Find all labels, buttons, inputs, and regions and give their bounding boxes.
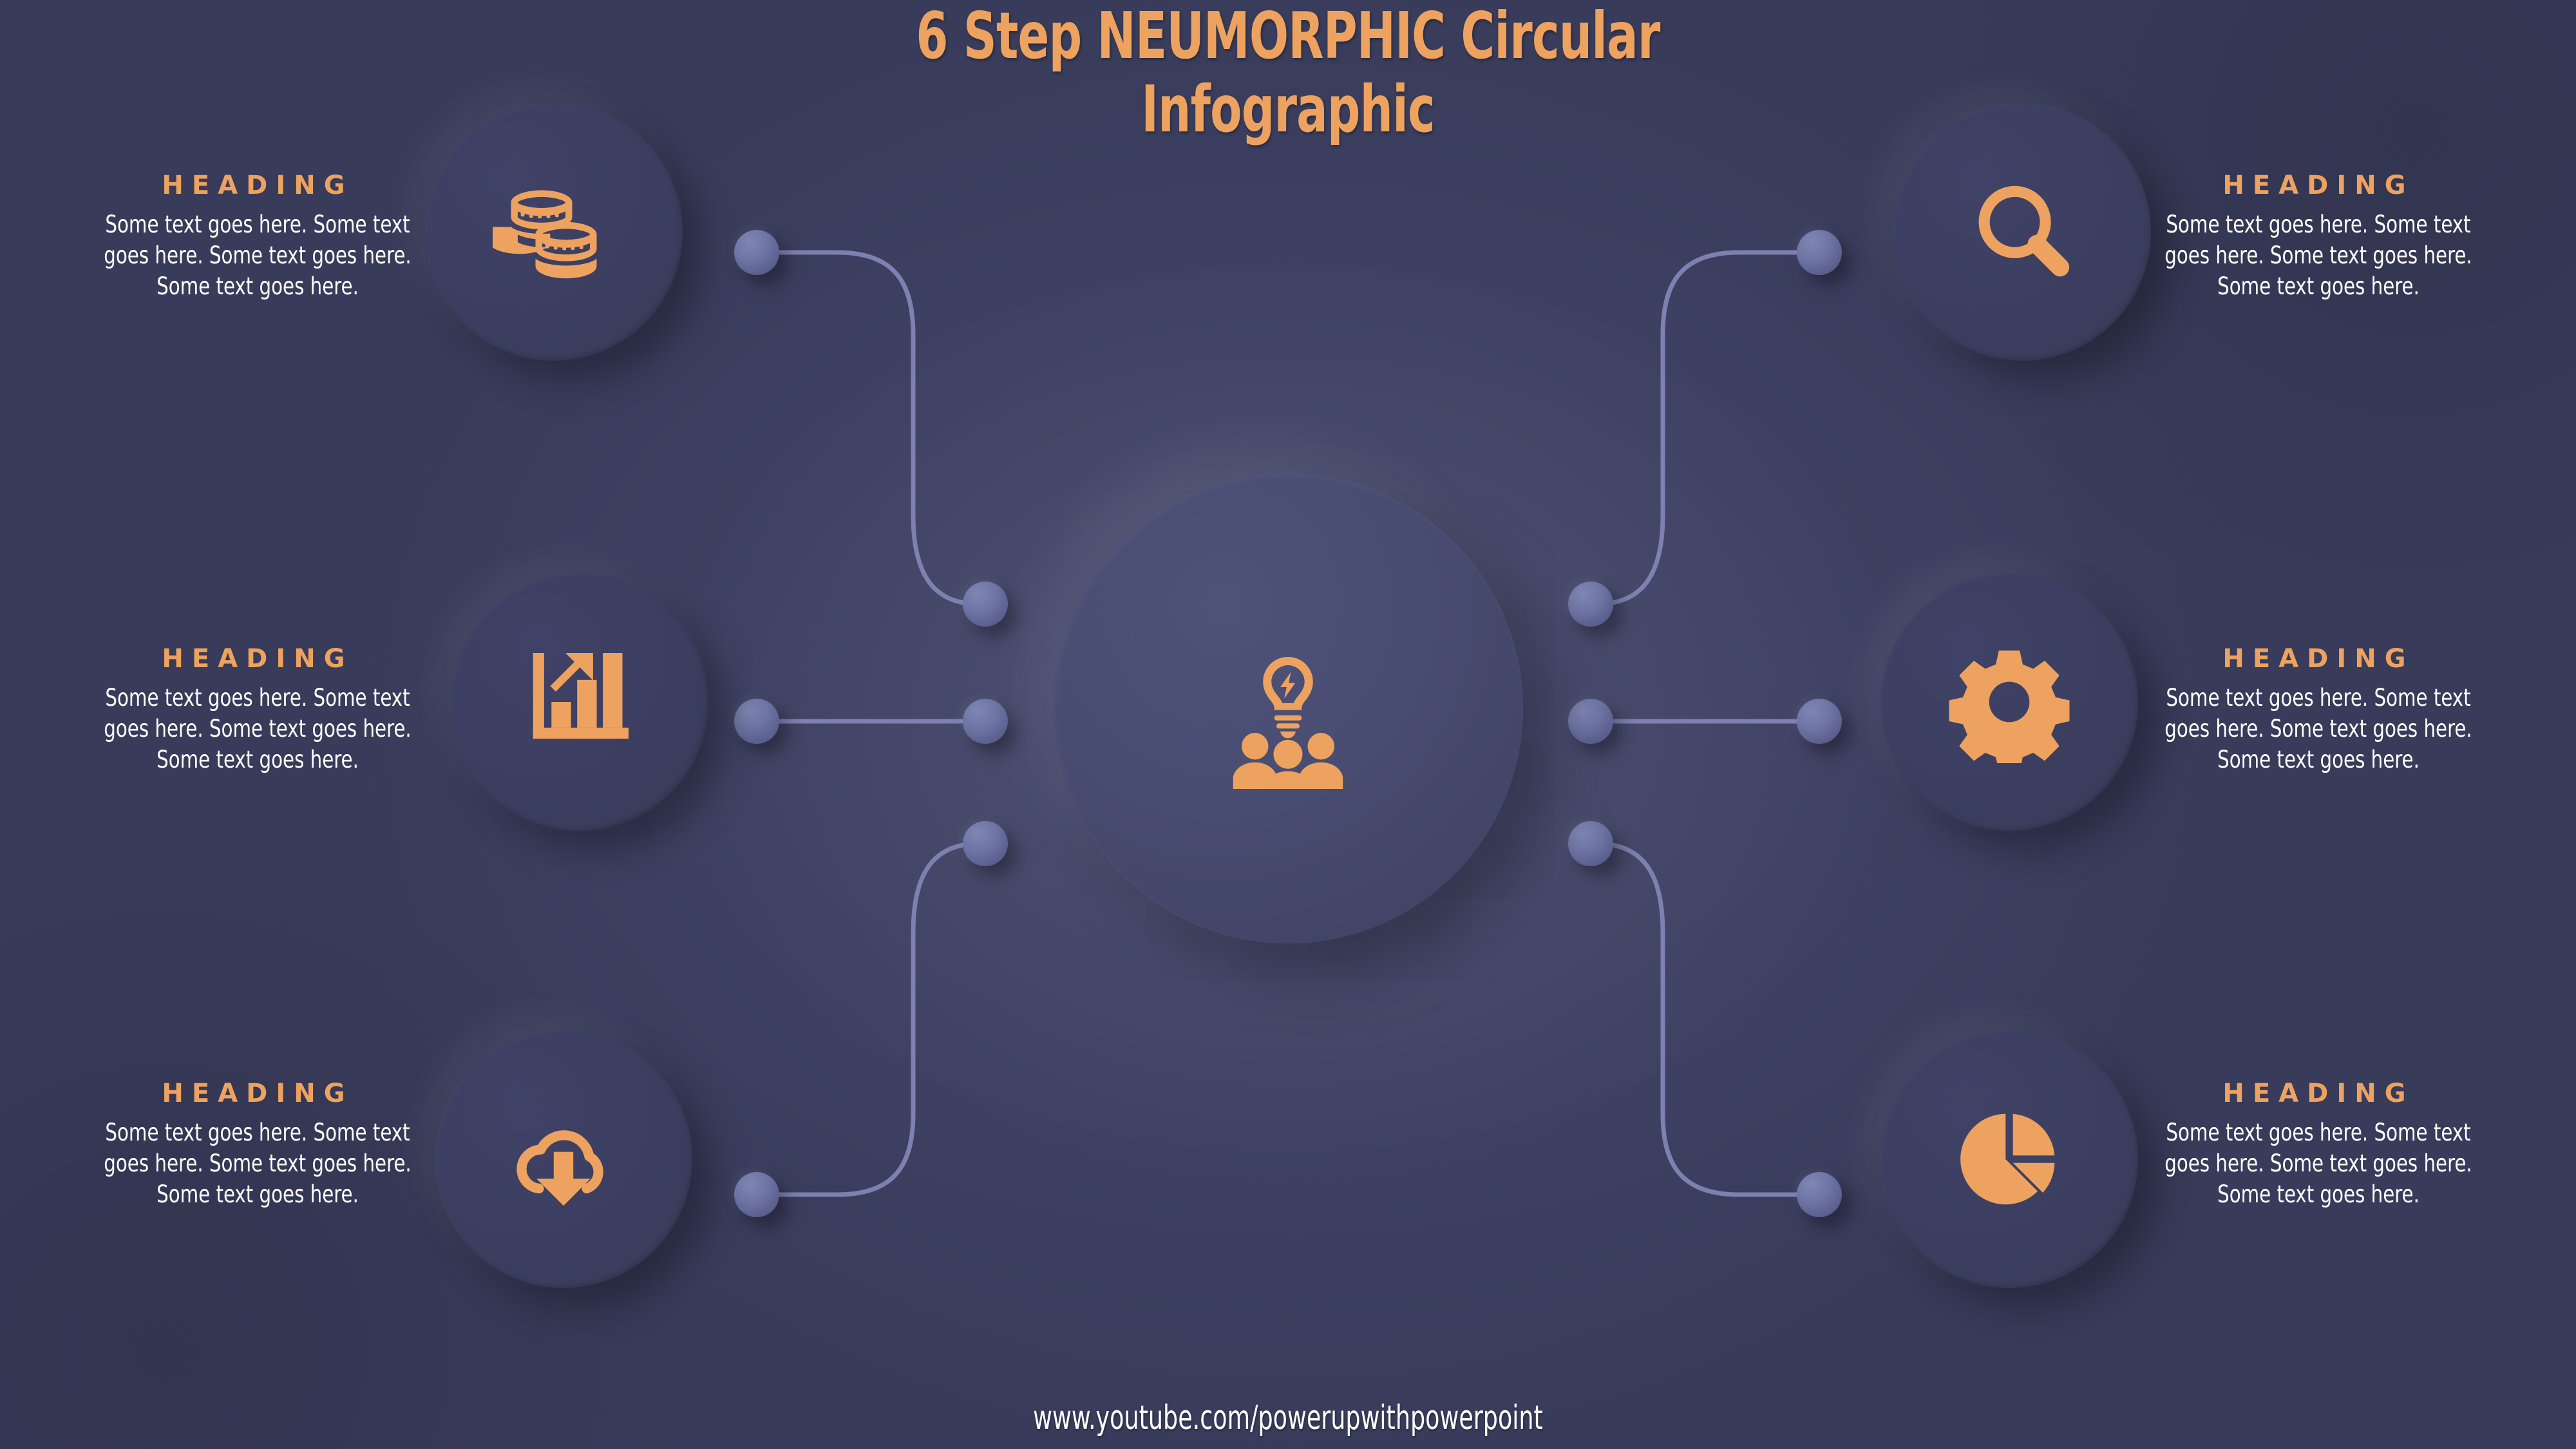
step-heading-6: HEADING [2222,1079,2414,1108]
connector-path-step-4 [1595,250,1815,607]
connector-path-step-6 [1595,841,1815,1197]
connector-node-2-inner [963,699,1008,744]
connector-node-6-outer [1797,1172,1842,1217]
step-text-block-5: HEADING Some text goes here. Some text g… [2138,644,2499,775]
connector-node-5-outer [1797,699,1842,744]
step-circle-5[interactable] [1843,536,2175,868]
connector-node-5-inner [1568,699,1613,744]
connector-node-3-inner [963,821,1008,866]
step-body-6: Some text goes here. Some text goes here… [2164,1119,2472,1209]
step-text-block-3: HEADING Some text goes here. Some text g… [77,1079,438,1210]
step-circle-4[interactable] [1856,66,2188,398]
step-text-block-6: HEADING Some text goes here. Some text g… [2138,1079,2499,1210]
cloud-download-icon [516,1130,603,1206]
footer-url: www.youtube.com/powerupwithpowerpoint [1033,1399,1543,1437]
title-line-2: Infographic [1141,71,1435,147]
page-title: 6 Step NEUMORPHIC Circular Infographic [258,4,2318,142]
step-body-5: Some text goes here. Some text goes here… [2164,684,2472,774]
step-circle-2[interactable] [413,536,746,868]
connector-node-4-outer [1797,230,1842,275]
connector-node-2-outer [734,699,779,744]
connector-node-1-outer [734,230,779,275]
title-line-1: 6 Step NEUMORPHIC Circular [916,0,1660,73]
step-text-block-4: HEADING Some text goes here. Some text g… [2138,171,2499,302]
connector-node-4-inner [1568,582,1613,627]
step-body-2: Some text goes here. Some text goes here… [104,684,412,774]
team-idea-icon [1233,657,1343,789]
pie-chart-icon [1960,1113,2055,1205]
bar-chart-growth-icon [533,653,629,739]
center-hub-circle[interactable] [1001,422,1575,995]
connector-node-6-inner [1568,821,1613,866]
gear-settings-icon [1949,650,2070,763]
connector-node-1-inner [963,582,1008,627]
coins-icon [493,190,597,279]
step-text-block-1: HEADING Some text goes here. Some text g… [77,171,438,302]
connector-node-3-outer [734,1172,779,1217]
step-text-block-2: HEADING Some text goes here. Some text g… [77,644,438,775]
step-circle-3[interactable] [397,993,730,1325]
step-heading-2: HEADING [162,644,354,674]
step-body-3: Some text goes here. Some text goes here… [104,1119,412,1209]
step-heading-1: HEADING [162,171,354,200]
magnifier-search-icon [1978,185,2070,277]
connector-path-step-3 [761,841,981,1197]
step-heading-5: HEADING [2222,644,2414,674]
connector-path-step-1 [761,250,981,607]
step-circle-6[interactable] [1843,993,2175,1325]
step-heading-3: HEADING [162,1079,354,1108]
step-circle-1[interactable] [388,66,720,398]
step-heading-4: HEADING [2222,171,2414,200]
step-body-1: Some text goes here. Some text goes here… [104,211,412,301]
step-body-4: Some text goes here. Some text goes here… [2164,211,2472,301]
